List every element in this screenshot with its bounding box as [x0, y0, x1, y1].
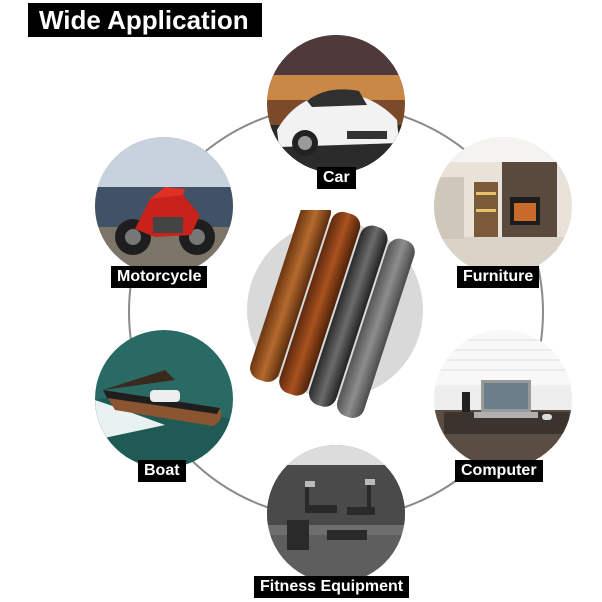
label-fitness-equipment: Fitness Equipment	[254, 576, 410, 598]
label-motorcycle: Motorcycle	[111, 266, 208, 288]
label-boat: Boat	[138, 460, 186, 482]
label-furniture: Furniture	[457, 266, 540, 288]
car-photo	[267, 35, 405, 173]
motorcycle-photo	[95, 137, 233, 275]
label-car: Car	[317, 167, 356, 189]
fitness-photo	[267, 445, 405, 583]
computer-photo	[434, 330, 572, 468]
boat-photo	[95, 330, 233, 468]
page-title: Wide Application	[28, 3, 262, 37]
label-computer: Computer	[455, 460, 543, 482]
vinyl-film-rolls-image	[247, 210, 423, 418]
furniture-photo	[434, 137, 572, 275]
